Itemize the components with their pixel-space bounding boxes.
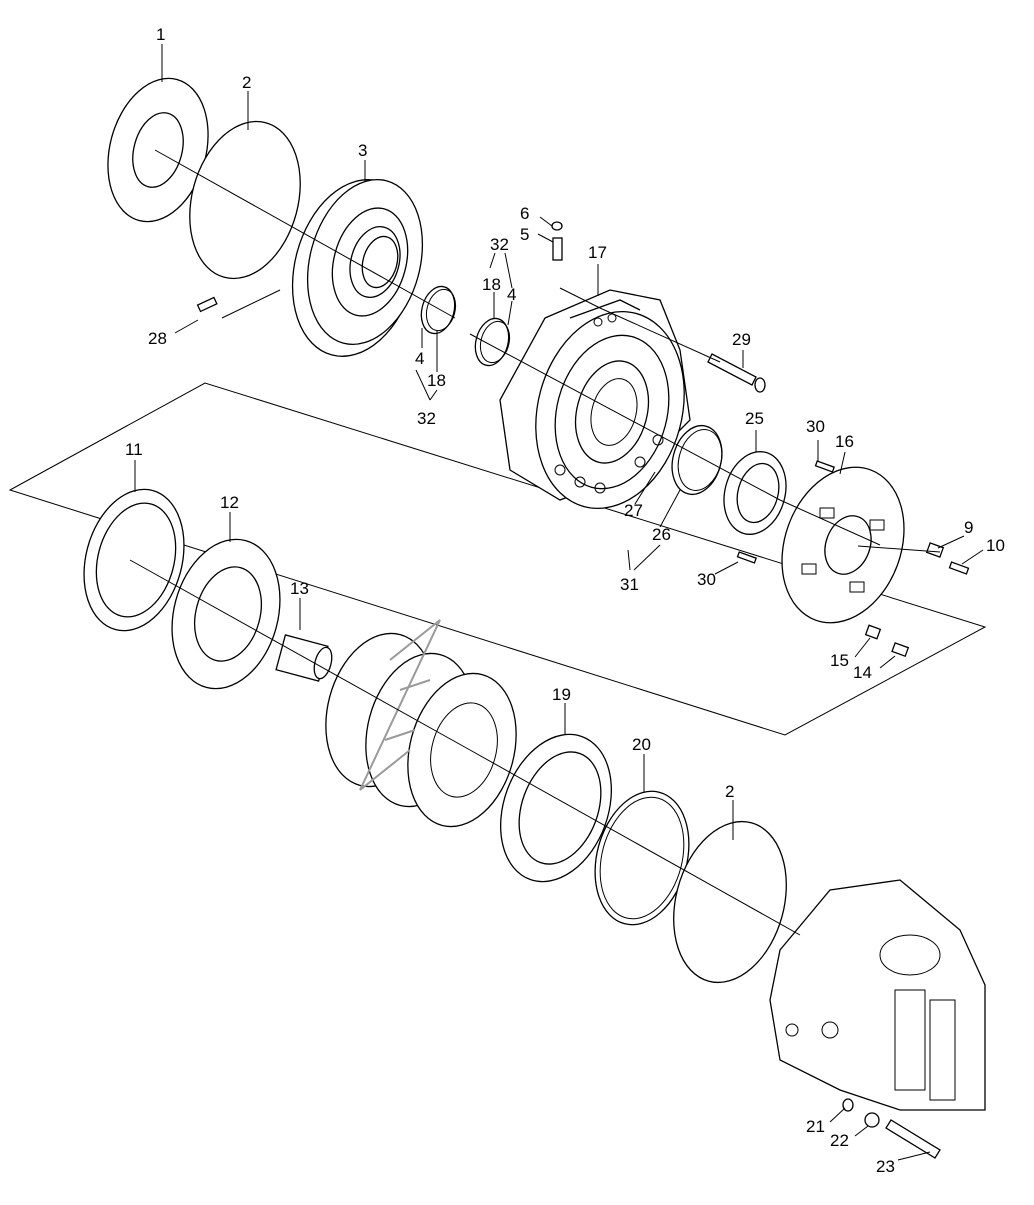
label-18-bottom: 18 xyxy=(427,371,446,390)
callout-labels: 1 2 3 6 5 32 17 18 4 28 29 4 18 32 25 30… xyxy=(125,25,1005,1176)
part-26-27-rings xyxy=(671,424,723,496)
part-5-6-fitting xyxy=(551,221,563,261)
label-30-top: 30 xyxy=(806,417,825,436)
part-16-cover-plate xyxy=(781,466,905,624)
disc-stack xyxy=(325,632,517,828)
label-10: 10 xyxy=(986,536,1005,555)
label-9: 9 xyxy=(964,518,973,537)
label-19: 19 xyxy=(552,685,571,704)
label-5: 5 xyxy=(520,225,529,244)
label-15: 15 xyxy=(830,651,849,670)
label-4-bottom: 4 xyxy=(415,349,424,368)
part-3-piston xyxy=(291,178,424,357)
part-11-steel-disc xyxy=(83,488,185,632)
label-16: 16 xyxy=(835,432,854,451)
axis-lines xyxy=(129,149,941,936)
label-2-top: 2 xyxy=(242,73,251,92)
part-14-fitting xyxy=(891,642,910,657)
part-2-gasket-bottom xyxy=(673,820,787,984)
label-31: 31 xyxy=(620,575,639,594)
part-10-pin xyxy=(948,561,970,575)
part-19-pressure-plate xyxy=(500,733,612,883)
part-30-pin-lower xyxy=(736,551,757,564)
label-27: 27 xyxy=(624,501,643,520)
part-22-nut xyxy=(864,1112,880,1128)
label-23: 23 xyxy=(876,1157,895,1176)
label-22: 22 xyxy=(830,1131,849,1150)
label-26: 26 xyxy=(652,525,671,544)
label-1: 1 xyxy=(156,25,165,44)
part-29-bolt xyxy=(707,353,766,393)
part-1-disc xyxy=(107,77,209,223)
label-13: 13 xyxy=(290,579,309,598)
label-28: 28 xyxy=(148,329,167,348)
label-6: 6 xyxy=(520,204,529,223)
label-29: 29 xyxy=(732,330,751,349)
label-17: 17 xyxy=(588,243,607,262)
axle-housing xyxy=(769,879,986,1111)
label-11: 11 xyxy=(125,440,143,459)
part-9-spring xyxy=(925,542,945,558)
label-30-bottom: 30 xyxy=(697,570,716,589)
part-4-18-rings-right xyxy=(474,317,511,367)
label-14: 14 xyxy=(853,663,872,682)
part-23-stud xyxy=(885,1119,941,1159)
label-32-top: 32 xyxy=(490,235,509,254)
label-25: 25 xyxy=(745,409,764,428)
part-15-fitting xyxy=(864,624,882,640)
label-21: 21 xyxy=(806,1117,825,1136)
label-32-bottom: 32 xyxy=(417,409,436,428)
label-3: 3 xyxy=(358,141,367,160)
subassembly-box xyxy=(8,382,987,736)
label-12: 12 xyxy=(220,493,239,512)
part-30-pin-upper xyxy=(814,460,835,473)
part-28-pin xyxy=(196,296,218,313)
part-21-washer xyxy=(842,1098,854,1112)
part-13-roller xyxy=(275,634,333,682)
watermark-logo xyxy=(359,619,441,791)
part-4-18-rings-left xyxy=(420,285,457,335)
label-4-top: 4 xyxy=(507,285,516,304)
label-18-top: 18 xyxy=(482,275,501,294)
leader-lines xyxy=(134,44,984,1161)
label-2-bottom: 2 xyxy=(725,782,734,801)
label-20: 20 xyxy=(632,735,651,754)
part-17-housing xyxy=(499,289,691,510)
part-25-seal xyxy=(723,451,787,535)
